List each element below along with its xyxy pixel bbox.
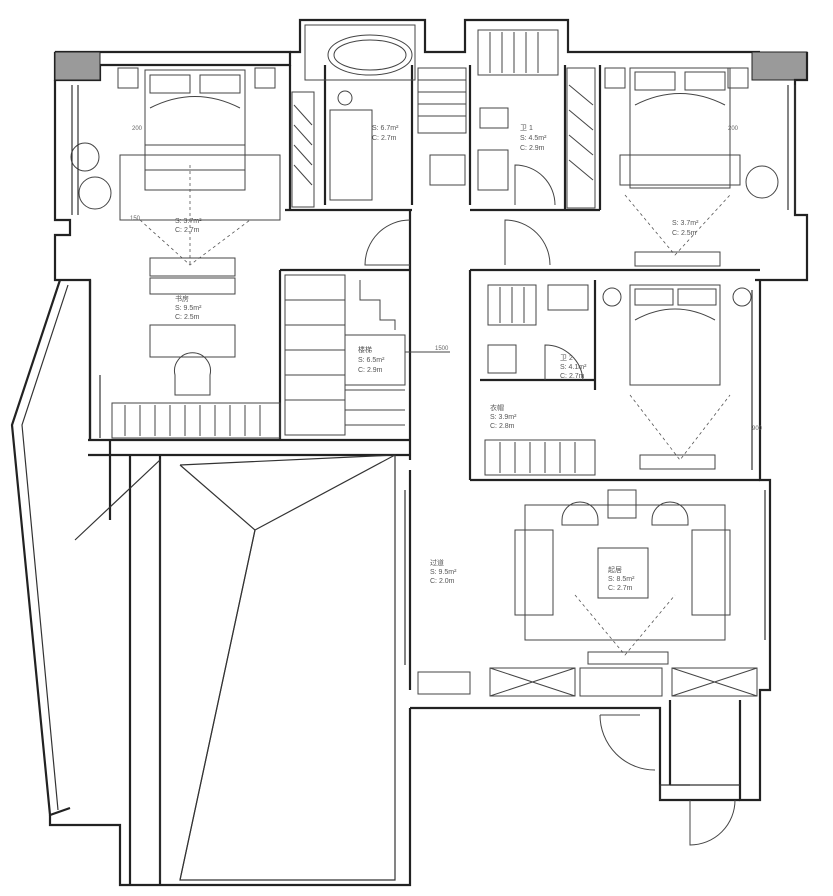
living-area: S: 8.5m²	[608, 576, 635, 583]
study-height: C: 2.5m	[175, 314, 200, 321]
wardrobe-closet	[484, 439, 596, 476]
towel-rack-master	[291, 91, 315, 208]
master-bath: S: 6.7m² C: 2.7m	[291, 24, 416, 208]
side-table-living	[607, 489, 637, 519]
bedroom-mid	[602, 284, 752, 470]
desk-nw	[149, 324, 236, 358]
fireplace	[579, 667, 663, 697]
door-center-bath	[504, 219, 551, 266]
sofa-left	[514, 529, 554, 616]
corridor-name: 过道	[430, 558, 444, 567]
corridor-area: S: 9.5m²	[430, 569, 457, 576]
living-room: 起居 S: 8.5m² C: 2.7m 过道 S: 9.5m² C: 2.0m	[417, 489, 758, 697]
doors	[364, 219, 736, 846]
living-name: 起居	[608, 566, 622, 574]
dim-150-a: 150	[130, 216, 141, 222]
shoe-cabinet	[417, 671, 471, 695]
bedroom-ne-height: C: 2.5m	[672, 230, 697, 237]
shower-small	[487, 284, 537, 326]
cabinet-left	[489, 667, 576, 697]
dim-1500: 1500	[435, 346, 449, 352]
shower-stall	[417, 67, 467, 134]
wardrobe-nw	[111, 402, 281, 439]
windows	[71, 85, 796, 640]
double-height-void	[74, 454, 396, 881]
bedroom-nw: S: 3.7m² C: 2.7m 书房 S: 9.5m² C: 2.5m	[70, 67, 281, 439]
toilet-center	[479, 107, 509, 129]
steam-room	[477, 29, 559, 76]
column-nw	[54, 51, 101, 81]
sink-center	[477, 149, 509, 191]
dimensions: 200 150 200 900 1500	[130, 126, 763, 432]
bed-nw	[144, 69, 246, 191]
bath-master-height: C: 2.7m	[372, 135, 397, 142]
stair-landing	[344, 334, 406, 386]
dim-200-b: 200	[728, 126, 739, 132]
bath-master-area: S: 6.7m²	[372, 125, 399, 132]
lamp-mid-left	[602, 287, 622, 307]
door-nw-bath	[364, 219, 411, 266]
bath-center-area: S: 4.5m²	[520, 135, 547, 142]
nightstand-nw-right	[254, 67, 276, 89]
side-table-nw	[70, 142, 100, 172]
living-height: C: 2.7m	[608, 585, 633, 592]
lamp-mid-right	[732, 287, 752, 307]
bed-mid	[629, 284, 721, 386]
bedroom-nw-height: C: 2.7m	[175, 227, 200, 234]
corridor-height: C: 2.0m	[430, 578, 455, 585]
door-entry	[599, 714, 656, 771]
lounge-chair-nw	[78, 176, 112, 210]
study-area: S: 9.5m²	[175, 305, 202, 312]
stair-name: 楼梯	[358, 345, 372, 354]
stair-height: C: 2.9m	[358, 367, 383, 374]
nightstand-ne-right	[727, 67, 749, 89]
center-bath: 卫 1 S: 4.5m² C: 2.9m	[417, 29, 559, 206]
bath-small-area: S: 4.1m²	[560, 364, 587, 371]
lounge-chair-ne	[745, 165, 779, 199]
study-name: 书房	[175, 294, 189, 303]
bedroom-ne-area: S: 3.7m²	[672, 220, 699, 227]
nightstand-nw-left	[117, 67, 139, 89]
dim-900: 900	[752, 426, 763, 432]
cabinet-right	[671, 667, 758, 697]
bath-small-name: 卫 2	[560, 354, 573, 362]
door-exterior	[689, 799, 736, 846]
bath-center-height: C: 2.9m	[520, 145, 545, 152]
bedroom-ne: S: 3.7m² C: 2.5m	[566, 67, 779, 267]
door-small-bath	[544, 344, 584, 381]
bath-small-height: C: 2.7m	[560, 373, 585, 380]
towel-rack-ne	[566, 67, 596, 209]
armchair-right	[651, 501, 689, 526]
armchair-left	[561, 501, 599, 526]
shower-screen	[329, 109, 373, 201]
tv-console-living	[587, 651, 669, 665]
sofa-right	[691, 529, 731, 616]
bedroom-nw-area: S: 3.7m²	[175, 218, 202, 225]
toilet-small	[487, 344, 517, 374]
tv-console-mid	[639, 454, 716, 470]
closet-area: S: 3.9m²	[490, 414, 517, 421]
stair-area: S: 6.5m²	[358, 357, 385, 364]
column-ne	[751, 51, 808, 81]
small-bath-closet: 卫 2 S: 4.1m² C: 2.7m 衣帽 S: 3.9m² C: 2.8m	[484, 284, 596, 476]
desk-chair-nw	[174, 352, 211, 396]
vanity-center	[429, 154, 466, 186]
bathtub	[327, 34, 413, 76]
tv-console-ne	[634, 251, 721, 267]
staircase: 楼梯 S: 6.5m² C: 2.9m	[284, 274, 450, 436]
vanity-small	[547, 284, 589, 311]
closet-height: C: 2.8m	[490, 423, 515, 430]
bed-ne	[629, 67, 731, 189]
tv-console-nw	[149, 257, 236, 277]
door-swing-center	[514, 164, 556, 206]
nightstand-ne-left	[604, 67, 626, 89]
coffee-table	[597, 547, 649, 599]
bath-center-name: 卫 1	[520, 124, 533, 132]
dim-200-a: 200	[132, 126, 143, 132]
closet-name: 衣帽	[490, 403, 504, 412]
